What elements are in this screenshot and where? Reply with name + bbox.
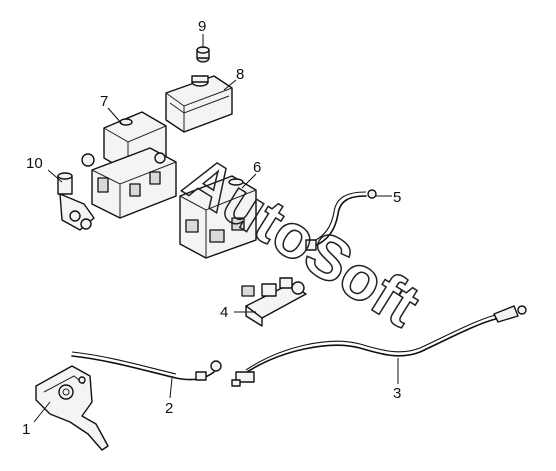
callout-2: 2 — [165, 400, 173, 417]
part-8-reservoir — [165, 75, 233, 133]
callout-4: 4 — [220, 304, 228, 321]
callout-9: 9 — [198, 18, 206, 35]
callout-8: 8 — [236, 66, 244, 83]
part-4-master-cylinder — [241, 277, 307, 327]
leader-7 — [107, 107, 123, 125]
part-6-hydraulic-unit — [179, 175, 257, 259]
part-5-hose — [305, 189, 377, 251]
part-2-cable — [71, 351, 222, 381]
leader-8 — [223, 79, 237, 91]
part-7-modulator — [81, 111, 177, 219]
part-1-pedal-bracket — [35, 365, 109, 451]
part-10-valve — [57, 172, 95, 231]
leader-10 — [47, 169, 63, 183]
callout-7: 7 — [100, 93, 108, 110]
part-9-cap — [196, 46, 210, 63]
leader-2 — [169, 377, 173, 399]
callout-6: 6 — [253, 159, 261, 176]
callout-10: 10 — [26, 155, 43, 172]
leader-6 — [241, 173, 257, 189]
callout-1: 1 — [22, 421, 30, 438]
callout-5: 5 — [393, 189, 401, 206]
callout-3: 3 — [393, 385, 401, 402]
leader-1 — [33, 401, 51, 423]
part-3-cable — [231, 305, 527, 387]
